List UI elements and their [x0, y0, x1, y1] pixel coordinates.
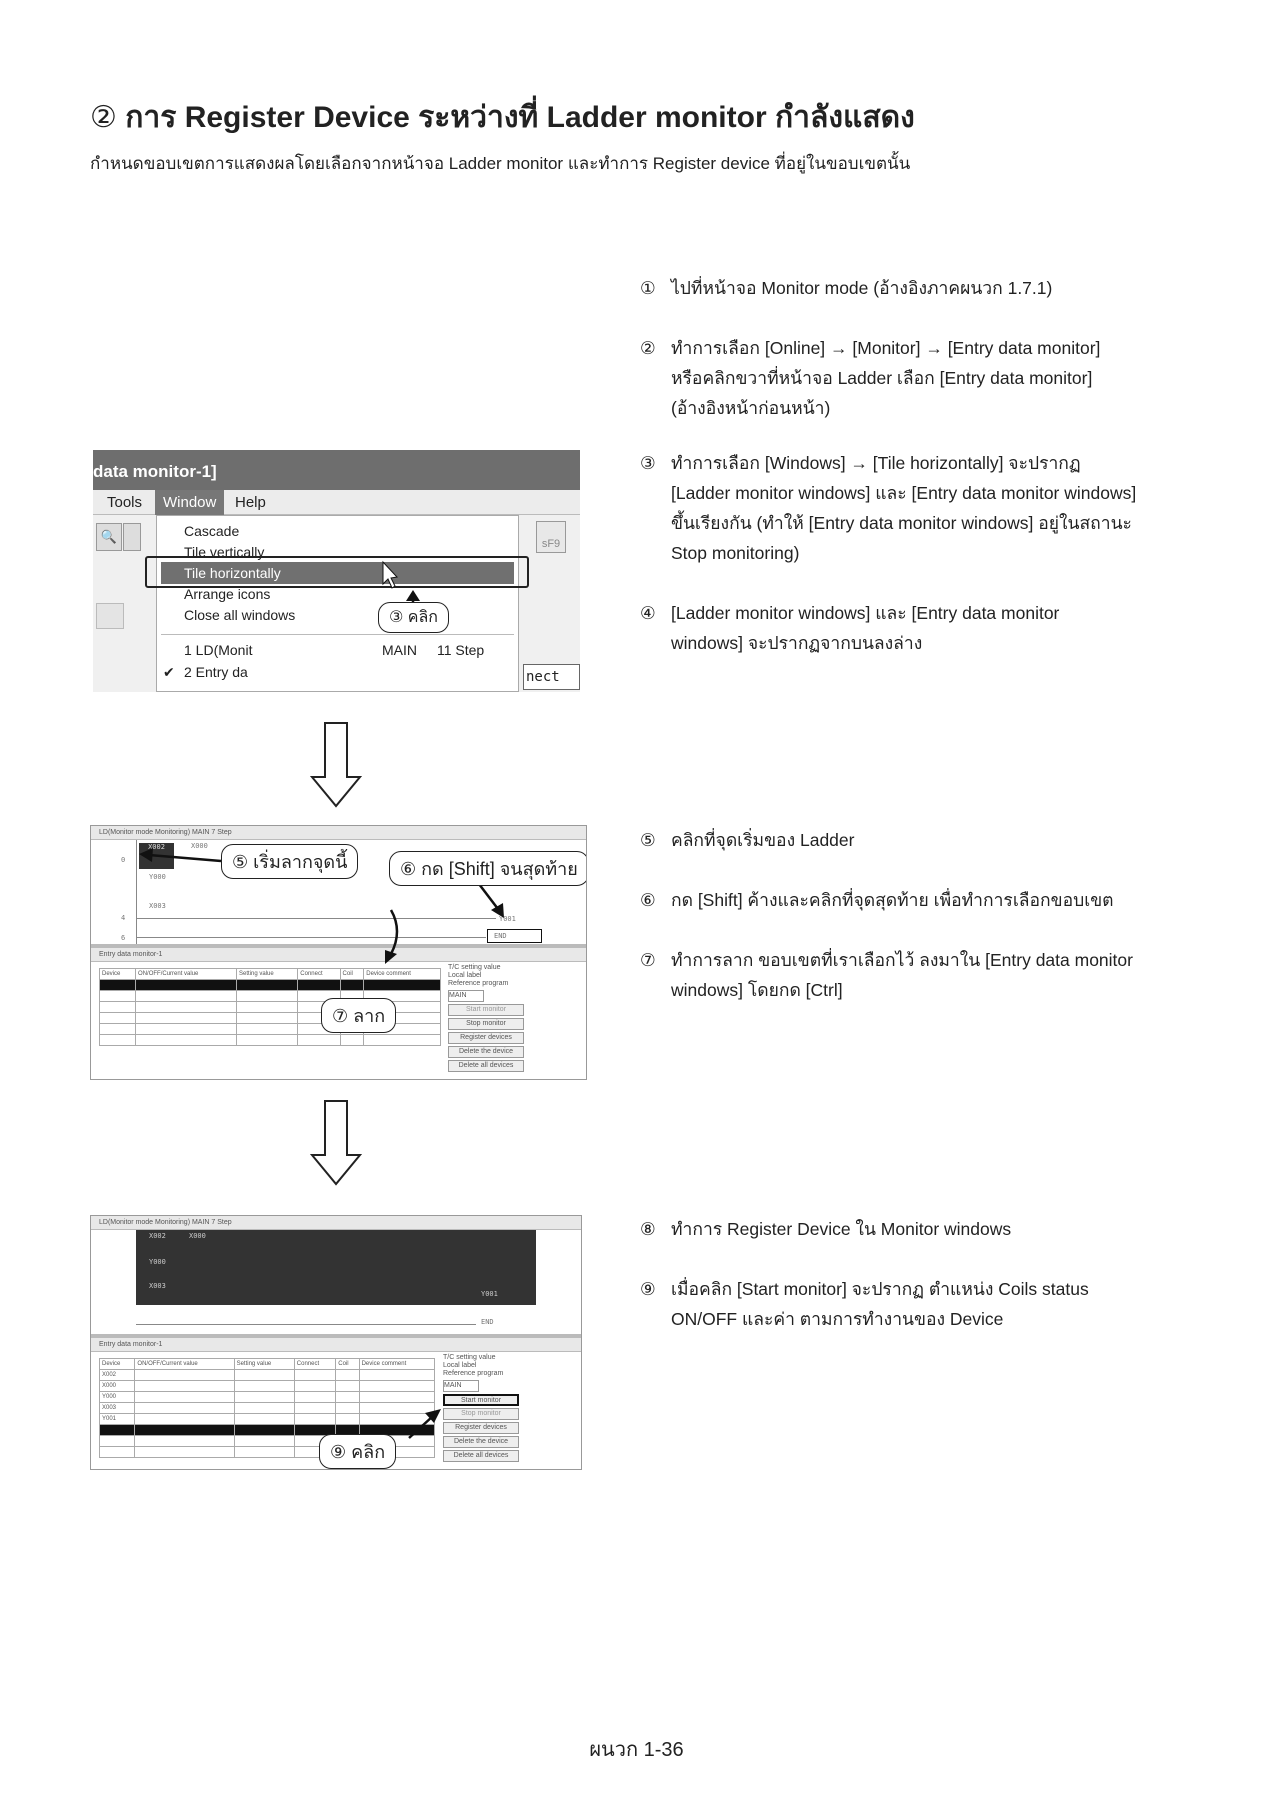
menu-item-arrange-icons[interactable]: Arrange icons: [184, 586, 271, 602]
stop-monitor-button[interactable]: Stop monitor: [448, 1018, 524, 1030]
menu-tools[interactable]: Tools: [107, 494, 143, 511]
menu-window[interactable]: Window: [155, 490, 225, 515]
table-row: X002: [98, 1369, 436, 1381]
menu-item-cascade[interactable]: Cascade: [184, 523, 240, 539]
page-title: ② การ Register Device ระหว่างที่ Ladder …: [90, 101, 915, 134]
window-dropdown-menu: Cascade Tile vertically Tile horizontall…: [156, 515, 519, 692]
down-arrow-icon: [310, 722, 362, 808]
callout-step-9: ⑨ คลิก: [319, 1434, 397, 1469]
page-number: ผนวก 1-36: [589, 1739, 684, 1761]
callout-step-6: ⑥ กด [Shift] จนสุดท้าย: [389, 851, 586, 886]
window-menu-screenshot: data monitor-1] Tools Window Help 🔍 sF9 …: [93, 450, 580, 692]
grid-icon: [96, 603, 124, 629]
highlight-box: [145, 556, 529, 588]
callout-step-3: ③ คลิก: [378, 602, 449, 633]
ladder-diagram-selected: X002 X000 Y000 X003 Y001 END: [91, 1230, 581, 1334]
menu-bar: Tools Window Help: [93, 490, 580, 515]
window-title: data monitor-1]: [93, 450, 580, 490]
register-devices-button[interactable]: Register devices: [443, 1422, 519, 1434]
callout-step-5: ⑤ เริ่มลากจุดนี้: [221, 844, 359, 879]
down-arrow-icon: [310, 1100, 362, 1186]
check-icon: ✔: [163, 664, 175, 680]
ladder-entry-screenshot: LD(Monitor mode Monitoring) MAIN 7 Step …: [90, 825, 587, 1080]
status-fragment: nect: [523, 664, 580, 690]
menu-item-window-2[interactable]: ✔2 Entry da: [157, 661, 518, 683]
stop-monitor-button[interactable]: Stop monitor: [443, 1408, 519, 1420]
callout-step-7: ⑦ ลาก: [321, 998, 397, 1033]
zoom-icon: 🔍: [96, 523, 122, 551]
step-4: ④[Ladder monitor windows] และ [Entry dat…: [640, 603, 1060, 653]
toolbar-icon: [123, 523, 141, 551]
menu-item-tile-horizontally[interactable]: Tile horizontally: [161, 562, 514, 584]
start-monitor-screenshot: LD(Monitor mode Monitoring) MAIN 7 Step …: [90, 1215, 582, 1470]
ladder-window-title: LD(Monitor mode Monitoring) MAIN 7 Step: [91, 826, 586, 840]
delete-device-button[interactable]: Delete the device: [448, 1046, 524, 1058]
menu-help[interactable]: Help: [235, 494, 266, 511]
annotation-arrows: [139, 848, 504, 964]
arrow-up-icon: [382, 560, 420, 605]
delete-device-button[interactable]: Delete the device: [443, 1436, 519, 1448]
delete-all-button[interactable]: Delete all devices: [448, 1060, 524, 1072]
start-monitor-button[interactable]: Start monitor: [448, 1004, 524, 1016]
register-devices-button[interactable]: Register devices: [448, 1032, 524, 1044]
toolbar-button-sf9[interactable]: sF9: [536, 521, 566, 553]
annotation-arrow: [408, 1409, 441, 1439]
program-select[interactable]: MAIN: [448, 990, 484, 1002]
start-monitor-button[interactable]: Start monitor: [443, 1394, 519, 1406]
table-row: Y001: [98, 1413, 436, 1425]
table-row: X000: [98, 1380, 436, 1392]
end-instruction[interactable]: END: [487, 929, 542, 943]
delete-all-button[interactable]: Delete all devices: [443, 1450, 519, 1462]
menu-item-close-all[interactable]: Close all windows: [184, 607, 296, 623]
page-subtitle: กำหนดขอบเขตการแสดงผลโดยเลือกจากหน้าจอ La…: [90, 154, 911, 173]
